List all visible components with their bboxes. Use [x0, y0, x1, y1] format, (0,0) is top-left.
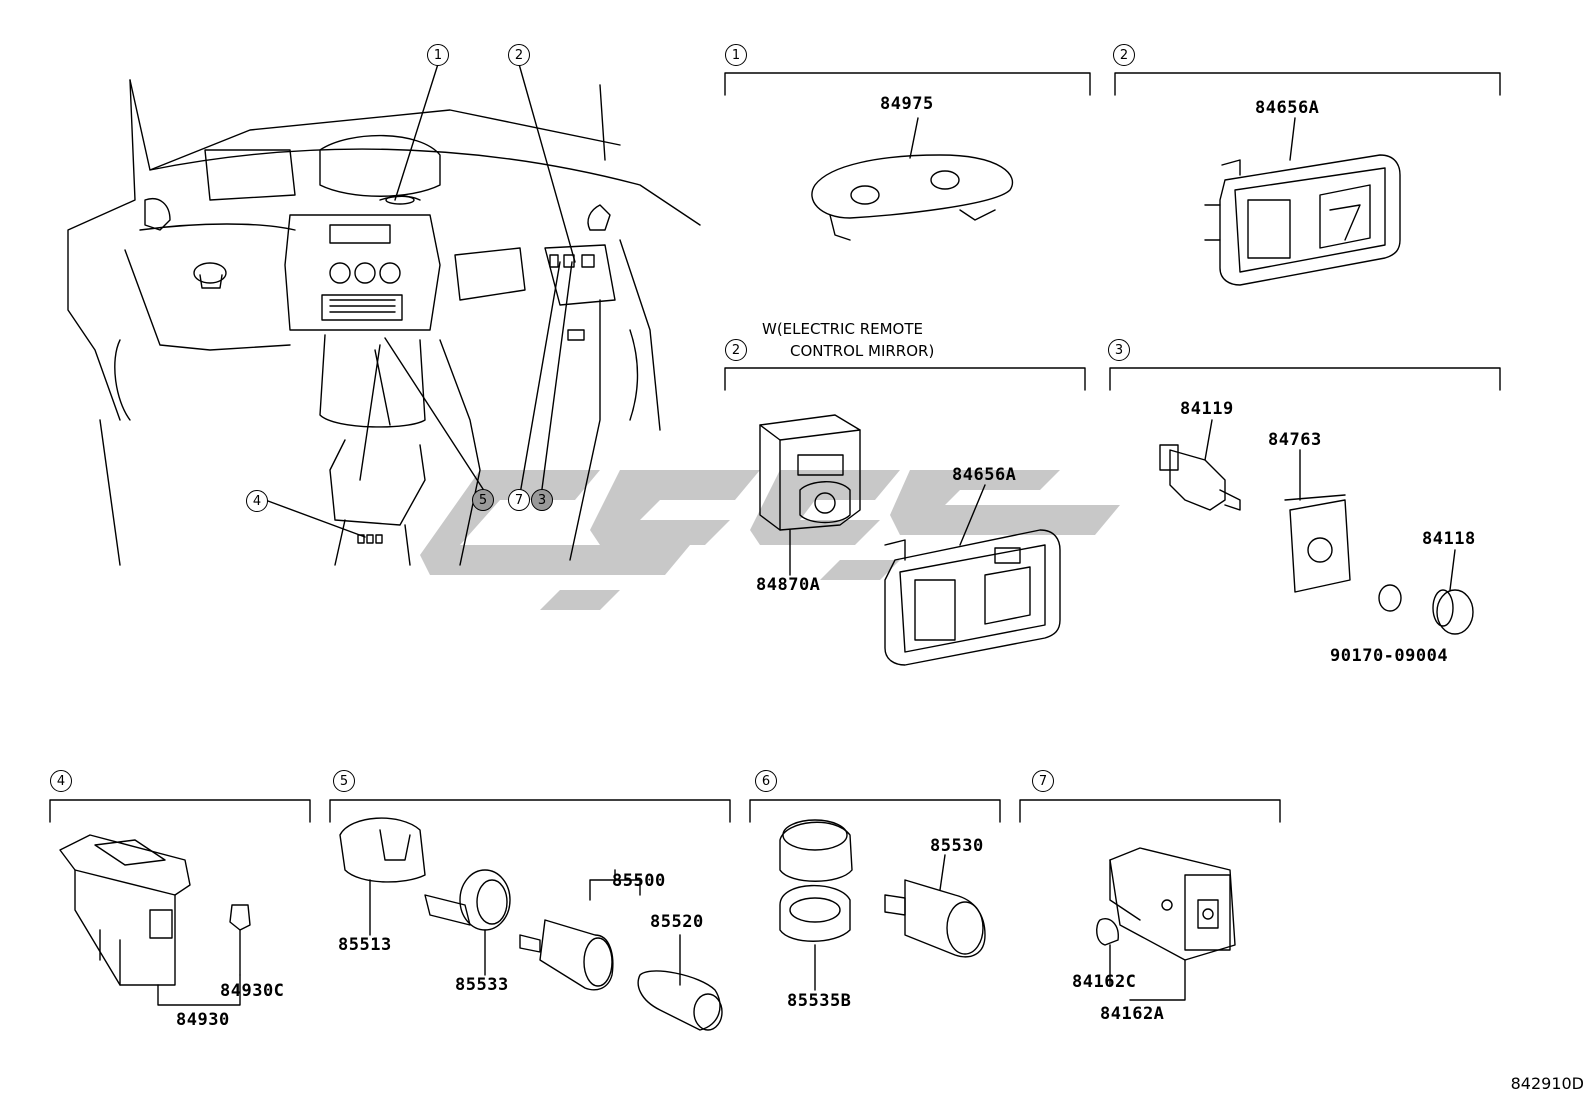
part-85535B-drawing — [779, 819, 853, 991]
group-1-badge: 1 — [725, 44, 747, 66]
part-84763-drawing — [1284, 449, 1351, 593]
part-label-84656A-bottom: 84656A — [952, 465, 1017, 485]
part-84656A-bottom-drawing — [884, 484, 1061, 666]
part-84930-drawing — [59, 834, 251, 1006]
group-brackets — [49, 72, 1501, 823]
part-label-84763: 84763 — [1268, 430, 1322, 450]
group-6-badge: 6 — [755, 770, 777, 792]
part-label-85500: 85500 — [612, 871, 666, 891]
part-label-84162A: 84162A — [1100, 1004, 1165, 1024]
callout-4: 4 — [246, 490, 268, 512]
note-line-2: CONTROL MIRROR) — [790, 342, 935, 360]
part-84162A-drawing — [1096, 847, 1236, 1001]
dashboard-overview-drawing — [67, 63, 701, 566]
part-84656A-top-drawing — [1204, 117, 1401, 286]
figure-id: 842910D — [1510, 1074, 1584, 1093]
part-85533-drawing — [424, 869, 511, 976]
group-4-badge: 4 — [50, 770, 72, 792]
callout-3: 3 — [531, 489, 553, 511]
part-84870A-drawing — [759, 414, 861, 576]
part-label-84656A-top: 84656A — [1255, 98, 1320, 118]
group-5-badge: 5 — [333, 770, 355, 792]
part-85500-drawing — [519, 869, 723, 1031]
part-84975-drawing — [811, 117, 1014, 241]
part-label-85530: 85530 — [930, 836, 984, 856]
part-label-85533: 85533 — [455, 975, 509, 995]
callout-5: 5 — [472, 489, 494, 511]
part-label-84162C: 84162C — [1072, 972, 1137, 992]
group-2-badge: 2 — [1113, 44, 1135, 66]
part-label-85513: 85513 — [338, 935, 392, 955]
callout-7: 7 — [508, 489, 530, 511]
part-label-90170-09004: 90170-09004 — [1330, 646, 1449, 666]
part-label-84930C: 84930C — [220, 981, 285, 1001]
part-label-85535B: 85535B — [787, 991, 852, 1011]
part-label-84118: 84118 — [1422, 529, 1476, 549]
group-2-mirror-badge: 2 — [725, 339, 747, 361]
group-3-badge: 3 — [1108, 339, 1130, 361]
note-line-1: W(ELECTRIC REMOTE — [762, 320, 924, 338]
callout-2: 2 — [508, 44, 530, 66]
part-85530-drawing — [884, 854, 986, 958]
part-label-84870A: 84870A — [756, 575, 821, 595]
part-84119-drawing — [1159, 419, 1241, 511]
part-84118-drawing — [1378, 549, 1474, 635]
part-label-84930: 84930 — [176, 1010, 230, 1030]
group-7-badge: 7 — [1032, 770, 1054, 792]
part-label-84119: 84119 — [1180, 399, 1234, 419]
part-label-85520: 85520 — [650, 912, 704, 932]
callout-1: 1 — [427, 44, 449, 66]
part-85513-drawing — [339, 817, 426, 936]
part-label-84975: 84975 — [880, 94, 934, 114]
